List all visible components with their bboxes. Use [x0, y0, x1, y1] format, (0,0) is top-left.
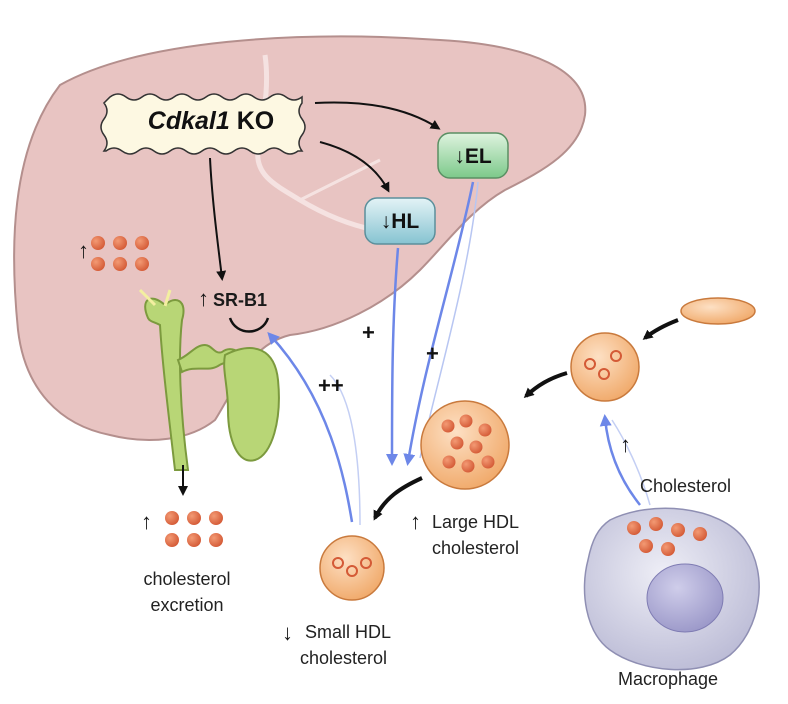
arrow-ko-to-hl: [319, 141, 390, 193]
small-hdl-cholesterol: [332, 557, 372, 577]
arrow-medium-to-large-hdl: [523, 371, 568, 399]
cholesterol-dot: [135, 236, 149, 250]
ko-gene: Cdkal1: [148, 107, 230, 135]
cholesterol-dot: [332, 557, 344, 569]
arrow-small-hdl-to-srb1: [267, 332, 354, 523]
cholesterol-dot: [584, 358, 596, 370]
srb1-effect-sign: ++: [318, 373, 344, 398]
cholesterol-dot: [478, 423, 492, 437]
cholesterol-dot: [346, 565, 358, 577]
cholesterol-dot: [671, 523, 685, 537]
efflux-arrow: ↑: [620, 432, 631, 457]
medium-hdl-cholesterol: [584, 350, 622, 380]
cholesterol-dot: [598, 368, 610, 380]
large-hdl-cholesterol: [441, 414, 495, 473]
srb1-arrow: ↑: [198, 286, 209, 311]
cholesterol-dot: [165, 533, 179, 547]
cholesterol-dot: [459, 414, 473, 428]
cholesterol-dot: [661, 542, 675, 556]
arrow-ko-to-el: [314, 101, 441, 130]
srb1-name: SR-B1: [213, 290, 267, 310]
arrow-disc-to-medium-hdl: [642, 318, 679, 340]
cholesterol-dot: [450, 436, 464, 450]
liver-cholesterol-cluster: [91, 236, 149, 271]
arrow-large-to-small-hdl: [373, 476, 423, 521]
small-hdl-arrow: ↓: [282, 620, 293, 645]
cholesterol-dot: [187, 533, 201, 547]
srb1-label: ↑SR-B1: [198, 286, 267, 311]
hl-effect-sign: +: [362, 320, 375, 345]
cholesterol-dot: [461, 459, 475, 473]
srb1-receptor: [228, 317, 270, 333]
macrophage-label: Macrophage: [618, 669, 718, 689]
excretion-label-line1: cholesterol: [143, 569, 230, 589]
ko-label: Cdkal1 KO: [148, 107, 274, 135]
cholesterol-dot: [113, 236, 127, 250]
cholesterol-dot: [135, 257, 149, 271]
medium-hdl-particle: [570, 332, 640, 402]
hl-label: ↓HL: [381, 210, 420, 233]
cholesterol-dot: [209, 511, 223, 525]
cholesterol-dot: [639, 539, 653, 553]
cholesterol-dot: [693, 527, 707, 541]
ko-box: [100, 93, 306, 155]
cholesterol-dot: [91, 257, 105, 271]
large-hdl-arrow: ↑: [410, 509, 421, 534]
excretion-arrow: ↑: [141, 509, 152, 534]
hl-box: [364, 197, 436, 245]
large-hdl-particle: [420, 400, 510, 490]
cholesterol-dot: [187, 511, 201, 525]
el-effect-sign: +: [426, 341, 439, 366]
ko-suffix: KO: [230, 107, 274, 135]
macrophage-nucleus: [646, 563, 724, 633]
arrow-efflux-faint: [611, 419, 651, 506]
excretion-label-line2: excretion: [150, 595, 223, 615]
cholesterol-dot: [113, 257, 127, 271]
excretion-cholesterol-cluster: [165, 511, 223, 547]
cholesterol-dot: [441, 419, 455, 433]
arrow-ko-to-srb1: [209, 157, 227, 281]
arrow-hl-to-small-hdl: [386, 247, 400, 466]
arrow-efflux: [599, 414, 641, 506]
cholesterol-dot: [649, 517, 663, 531]
small-hdl-label-line2: cholesterol: [300, 648, 387, 668]
small-hdl-label-line1: Small HDL: [305, 622, 391, 642]
cholesterol-dot: [209, 533, 223, 547]
cholesterol-dot: [360, 557, 372, 569]
small-hdl-particle: [319, 535, 385, 601]
gallbladder: [223, 347, 280, 462]
el-box: [437, 132, 509, 179]
cholesterol-dot: [627, 521, 641, 535]
cholesterol-dot: [469, 440, 483, 454]
cholesterol-dot: [610, 350, 622, 362]
liver-cholesterol-arrow: ↑: [78, 238, 89, 263]
arrow-el-to-small-hdl: [403, 181, 475, 466]
discoidal-hdl: [680, 297, 756, 325]
bile-highlight: [138, 288, 172, 307]
cholesterol-dot: [91, 236, 105, 250]
macrophage-cholesterol: [627, 517, 707, 556]
arrow-small-hdl-faint: [329, 374, 361, 526]
large-hdl-label-line1: Large HDL: [432, 512, 519, 532]
cholesterol-dot: [481, 455, 495, 469]
cholesterol-dot: [442, 455, 456, 469]
el-label: ↓EL: [454, 145, 492, 168]
large-hdl-label-line2: cholesterol: [432, 538, 519, 558]
cholesterol-dot: [165, 511, 179, 525]
liver-fissure: [299, 158, 381, 202]
efflux-label: Cholesterol: [640, 476, 731, 496]
